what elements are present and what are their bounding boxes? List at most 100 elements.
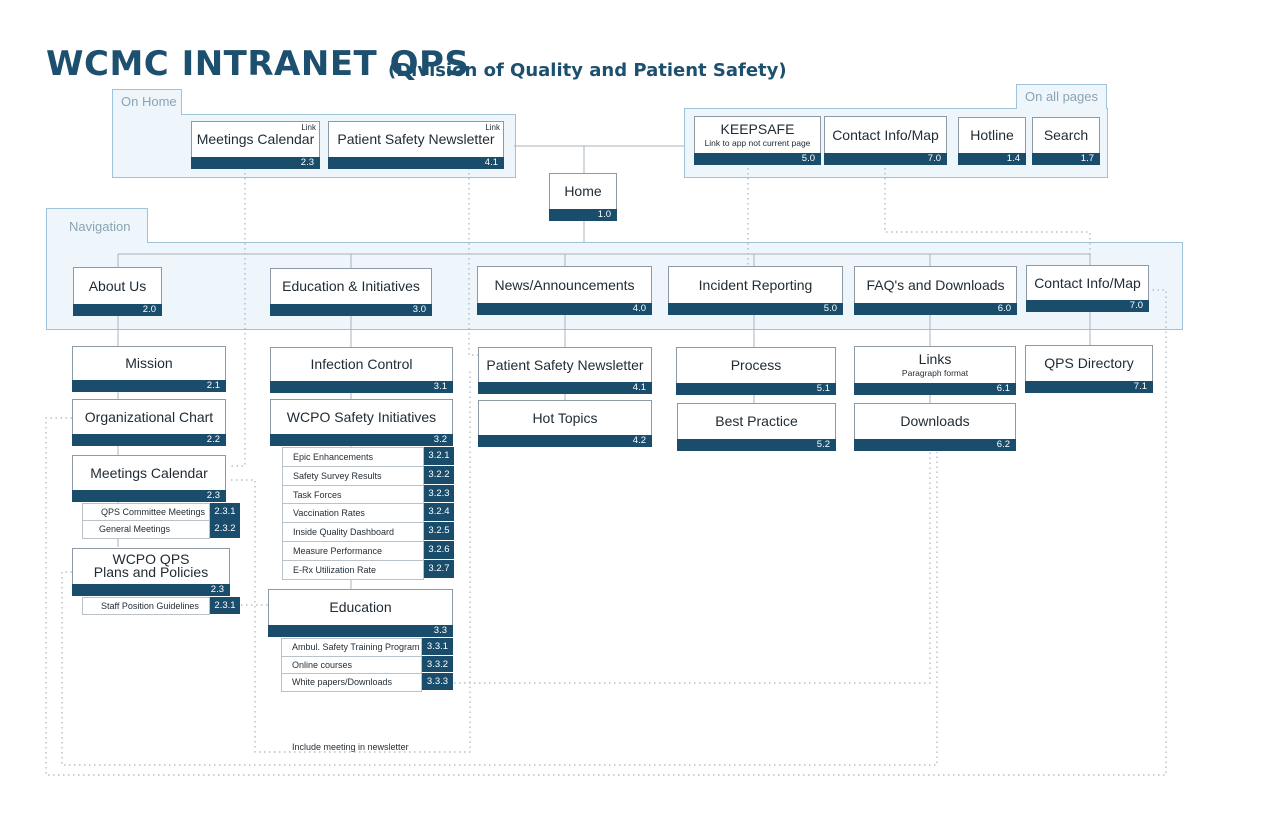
links-box[interactable]: Links Paragraph format 6.1 xyxy=(854,346,1016,395)
box-label: QPS Directory xyxy=(1044,355,1134,371)
sub-item-number: 2.3.1 xyxy=(210,503,240,521)
nav-news-announcements[interactable]: News/Announcements 4.0 xyxy=(477,266,652,315)
box-number: 7.0 xyxy=(824,153,947,165)
hotline-box[interactable]: Hotline 1.4 xyxy=(958,117,1026,165)
box-number: 3.1 xyxy=(270,381,453,393)
sub-item-row[interactable]: Inside Quality Dashboard xyxy=(282,522,424,542)
sub-item-number: 3.2.3 xyxy=(424,484,454,504)
box-number: 7.0 xyxy=(1026,300,1149,312)
qps-directory-box[interactable]: QPS Directory 7.1 xyxy=(1025,345,1153,393)
box-number: 5.2 xyxy=(677,439,836,451)
sub-item-qps-committee-meetings[interactable]: QPS Committee Meetings xyxy=(82,503,210,521)
sub-item-row[interactable]: E-Rx Utilization Rate xyxy=(282,559,424,580)
sub-item-number: 3.3.3 xyxy=(422,673,453,691)
sub-item-number: 3.2.5 xyxy=(424,522,454,541)
sub-item-number: 3.2.2 xyxy=(424,465,454,485)
search-box[interactable]: Search 1.7 xyxy=(1032,117,1100,165)
box-number: 4.0 xyxy=(477,303,652,315)
sub-item-number: 3.2.7 xyxy=(424,559,454,579)
nav-contact-info-map[interactable]: Contact Info/Map 7.0 xyxy=(1026,265,1149,312)
box-label: Education & Initiatives xyxy=(282,278,420,294)
box-number: 2.2 xyxy=(72,434,226,446)
sub-item-number: 3.2.4 xyxy=(424,503,454,523)
sub-item-number: 2.3.2 xyxy=(210,520,240,539)
box-label: Meetings Calendar xyxy=(90,464,208,481)
sub-item-row[interactable]: Vaccination Rates xyxy=(282,503,424,524)
box-label: Meetings Calendar xyxy=(196,131,315,147)
box-label: Contact Info/Map xyxy=(832,126,939,143)
nav-about-us[interactable]: About Us 2.0 xyxy=(73,267,162,316)
home-link-meetings-calendar[interactable]: Link Meetings Calendar 2.3 xyxy=(191,121,320,169)
box-label: Search xyxy=(1043,127,1089,143)
box-label: Hotline xyxy=(970,127,1014,143)
box-label: Links xyxy=(918,350,952,367)
box-number: 2.3 xyxy=(72,584,230,596)
box-label: Organizational Chart xyxy=(84,408,214,425)
box-number: 3.3 xyxy=(268,625,453,637)
downloads-box[interactable]: Downloads 6.2 xyxy=(854,403,1016,451)
box-label: Incident Reporting xyxy=(698,276,813,293)
box-label-line2: Plans and Policies xyxy=(93,564,209,580)
mission-box[interactable]: Mission 2.1 xyxy=(72,346,226,392)
nav-education-initiatives[interactable]: Education & Initiatives 3.0 xyxy=(270,268,432,316)
sub-item-row[interactable]: White papers/Downloads xyxy=(281,673,422,692)
box-label: Mission xyxy=(125,355,173,371)
sub-item-row[interactable]: Online courses xyxy=(281,655,422,675)
box-number: 4.1 xyxy=(328,157,504,169)
nav-faqs-downloads[interactable]: FAQ's and Downloads 6.0 xyxy=(854,266,1017,315)
box-label: Home xyxy=(564,183,602,199)
meetings-calendar-box[interactable]: Meetings Calendar 2.3 xyxy=(72,455,226,502)
organizational-chart-box[interactable]: Organizational Chart 2.2 xyxy=(72,399,226,446)
wcpo-safety-initiatives-box[interactable]: WCPO Safety Initiatives 3.2 xyxy=(270,399,453,446)
best-practice-box[interactable]: Best Practice 5.2 xyxy=(677,403,836,451)
box-number: 4.2 xyxy=(478,435,652,447)
sub-item-row[interactable]: Safety Survey Results xyxy=(282,465,424,486)
box-number: 5.1 xyxy=(676,383,836,395)
sub-item-row[interactable]: Measure Performance xyxy=(282,541,424,561)
box-sublabel: Paragraph format xyxy=(901,367,969,378)
box-number: 2.0 xyxy=(73,304,162,316)
box-label: Downloads xyxy=(900,413,970,429)
newsletter-footnote: Include meeting in newsletter xyxy=(292,742,409,752)
box-number: 2.1 xyxy=(72,380,226,392)
sub-item-number: 3.2.6 xyxy=(424,541,454,560)
box-number: 3.0 xyxy=(270,304,432,316)
home-link-patient-safety-newsletter[interactable]: Link Patient Safety Newsletter 4.1 xyxy=(328,121,504,169)
box-label: About Us xyxy=(88,277,147,294)
box-number: 4.1 xyxy=(478,382,652,394)
sub-item-number: 3.2.1 xyxy=(424,447,454,466)
box-label: Education xyxy=(329,599,392,615)
all-pages-region-tab: On all pages xyxy=(1016,84,1107,109)
education-box[interactable]: Education 3.3 xyxy=(268,589,453,637)
keepsafe-box[interactable]: KEEPSAFE Link to app not current page 5.… xyxy=(694,116,821,165)
contact-info-map-top-box[interactable]: Contact Info/Map 7.0 xyxy=(824,116,947,165)
box-number: 2.3 xyxy=(191,157,320,169)
box-label: Infection Control xyxy=(310,356,413,372)
sub-item-row[interactable]: Ambul. Safety Training Program xyxy=(281,638,422,657)
sub-item-staff-position-guidelines[interactable]: Staff Position Guidelines xyxy=(82,597,210,615)
patient-safety-newsletter-box[interactable]: Patient Safety Newsletter 4.1 xyxy=(478,347,652,394)
sub-item-number: 2.3.1 xyxy=(210,597,240,615)
sub-item-general-meetings[interactable]: General Meetings xyxy=(82,520,210,539)
box-label: Contact Info/Map xyxy=(1034,274,1141,291)
home-box[interactable]: Home 1.0 xyxy=(549,173,617,221)
sub-item-row[interactable]: Epic Enhancements xyxy=(282,447,424,467)
plans-and-policies-box[interactable]: WCPO QPS Plans and Policies 2.3 xyxy=(72,548,230,596)
box-label: Patient Safety Newsletter xyxy=(486,356,644,373)
box-label: Patient Safety Newsletter xyxy=(337,131,495,147)
nav-incident-reporting[interactable]: Incident Reporting 5.0 xyxy=(668,266,843,315)
process-box[interactable]: Process 5.1 xyxy=(676,347,836,395)
link-note: Link xyxy=(301,123,316,132)
box-number: 7.1 xyxy=(1025,381,1153,393)
sub-item-number: 3.3.2 xyxy=(422,655,453,674)
home-region-tab: On Home xyxy=(112,89,182,115)
hot-topics-box[interactable]: Hot Topics 4.2 xyxy=(478,400,652,447)
box-label: WCPO Safety Initiatives xyxy=(286,408,437,425)
box-number: 6.0 xyxy=(854,303,1017,315)
box-label: FAQ's and Downloads xyxy=(866,276,1005,293)
box-number: 6.2 xyxy=(854,439,1016,451)
box-label: KEEPSAFE xyxy=(720,120,795,137)
infection-control-box[interactable]: Infection Control 3.1 xyxy=(270,347,453,393)
sub-item-row[interactable]: Task Forces xyxy=(282,484,424,505)
